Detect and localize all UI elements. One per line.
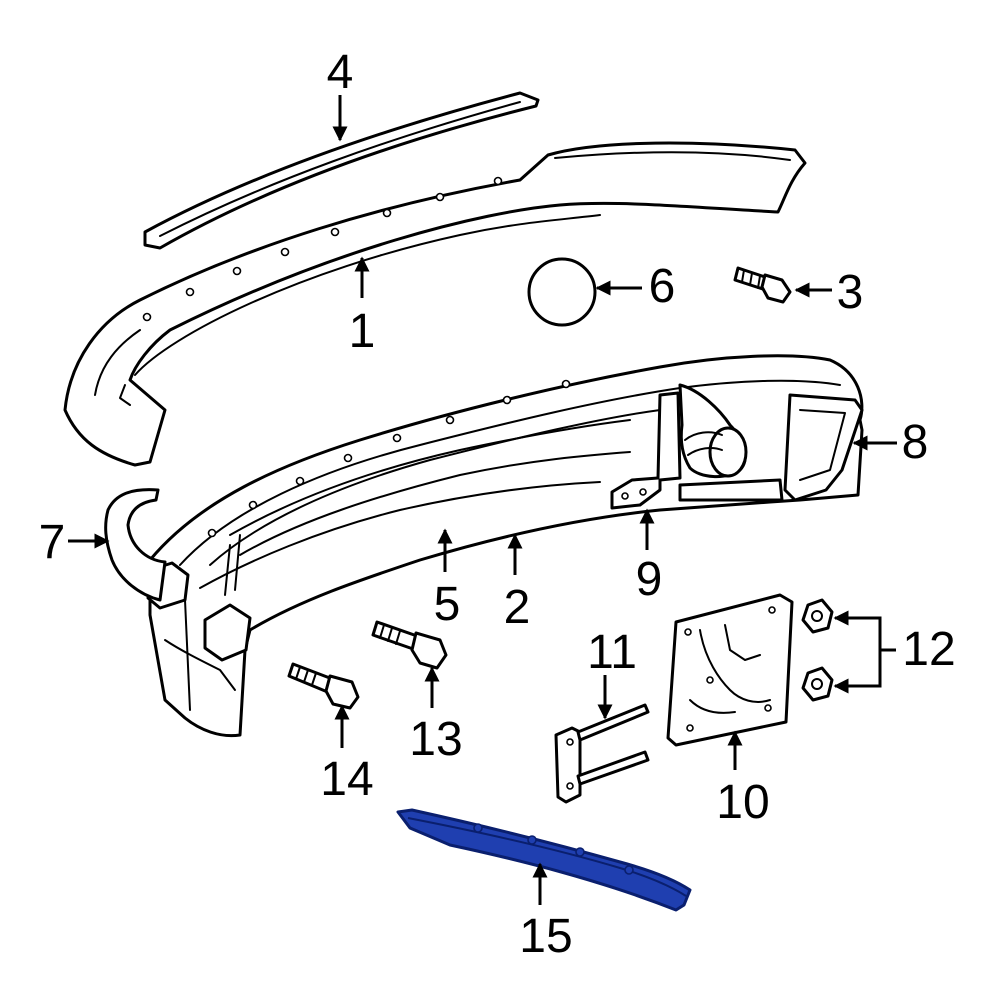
- callout-6: 6: [649, 260, 676, 313]
- part-6-plug[interactable]: [527, 257, 597, 327]
- part-2-holes: [207, 379, 571, 538]
- callout-4: 4: [327, 46, 354, 99]
- callout-7: 7: [39, 516, 66, 569]
- part-13-bolt[interactable]: [371, 620, 448, 670]
- part-7-end-bracket[interactable]: [104, 488, 167, 602]
- part-12-nuts[interactable]: [801, 598, 834, 702]
- part-4-upper-strip[interactable]: [143, 91, 540, 250]
- part-11-bracket[interactable]: [554, 703, 650, 804]
- callout-1: 1: [349, 305, 376, 358]
- callout-11: 11: [587, 626, 637, 679]
- callout-5: 5: [434, 578, 461, 631]
- callout-13: 13: [409, 713, 462, 766]
- callout-8: 8: [902, 416, 929, 469]
- part-15-lower-strip[interactable]: [396, 808, 692, 912]
- part-15-holes: [473, 823, 634, 875]
- callout-15: 15: [519, 910, 572, 963]
- part-14-bolt[interactable]: [287, 662, 360, 710]
- part-10-plate-bracket[interactable]: [666, 593, 794, 747]
- callout-9: 9: [636, 553, 663, 606]
- part-5-reinforcement[interactable]: [224, 419, 631, 596]
- callout-2: 2: [504, 581, 531, 634]
- part-8-end-bracket[interactable]: [783, 393, 864, 502]
- part-1-bumper-pad[interactable]: [63, 141, 807, 467]
- callout-10: 10: [716, 776, 769, 829]
- part-9-bracket[interactable]: [610, 383, 784, 510]
- leader-lines: [68, 95, 897, 905]
- callout-3: 3: [837, 266, 864, 319]
- callout-14: 14: [320, 753, 373, 806]
- callout-12: 12: [902, 623, 955, 676]
- part-3-bolt[interactable]: [733, 266, 792, 304]
- callout-labels: 1 2 3 4 5 6 7 8 9 10 11 12 13 14 15: [39, 46, 956, 963]
- part-1-holes: [142, 176, 503, 322]
- leader-12: [838, 616, 896, 688]
